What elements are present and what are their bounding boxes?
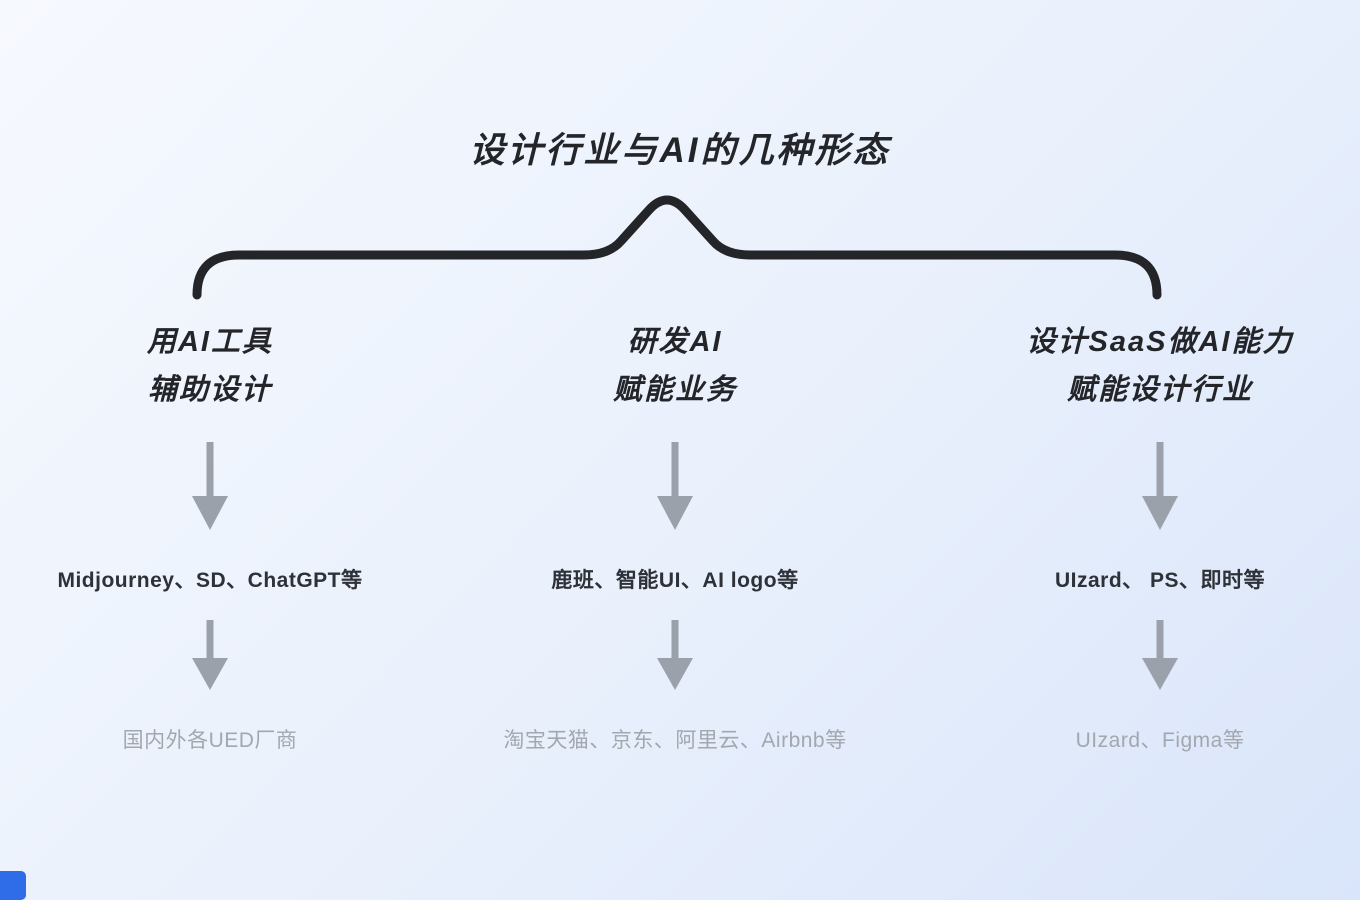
heading-line-1: 用AI工具 — [146, 326, 273, 358]
tools-label: Midjourney、SD、ChatGPT等 — [57, 569, 363, 592]
arrow-down-icon — [657, 620, 693, 690]
tools-label: 鹿班、智能UI、AI logo等 — [551, 569, 799, 592]
heading-line-1: 设计SaaS做AI能力 — [1026, 326, 1294, 358]
examples-label: UIzard、Figma等 — [1075, 729, 1245, 752]
heading-line-2: 辅助设计 — [147, 374, 272, 406]
column-heading: 用AI工具 辅助设计 — [147, 318, 273, 414]
corner-accent-square — [0, 871, 26, 900]
examples-label: 国内外各UED厂商 — [122, 729, 298, 752]
brace-connector-icon — [185, 193, 1170, 305]
arrow-down-icon — [1142, 442, 1178, 530]
column-ai-tools-assist-design: 用AI工具 辅助设计 Midjourney、SD、ChatGPT等 国内外各UE… — [45, 318, 375, 754]
arrow-down-icon — [192, 442, 228, 530]
arrow-down-icon — [1142, 620, 1178, 690]
heading-line-2: 赋能设计行业 — [1066, 374, 1253, 406]
arrow-down-icon — [192, 620, 228, 690]
diagram-title: 设计行业与AI的几种形态 — [469, 131, 891, 170]
tools-label: UIzard、 PS、即时等 — [1054, 569, 1266, 592]
column-rd-ai-empower-business: 研发AI 赋能业务 鹿班、智能UI、AI logo等 淘宝天猫、京东、阿里云、A… — [503, 318, 847, 754]
heading-line-2: 赋能业务 — [612, 374, 737, 406]
column-heading: 设计SaaS做AI能力 赋能设计行业 — [1027, 318, 1294, 414]
column-design-saas-ai-capability: 设计SaaS做AI能力 赋能设计行业 UIzard、 PS、即时等 UIzard… — [970, 318, 1350, 754]
column-heading: 研发AI 赋能业务 — [613, 318, 737, 414]
arrow-down-icon — [657, 442, 693, 530]
heading-line-1: 研发AI — [627, 326, 723, 358]
examples-label: 淘宝天猫、京东、阿里云、Airbnb等 — [503, 729, 847, 752]
